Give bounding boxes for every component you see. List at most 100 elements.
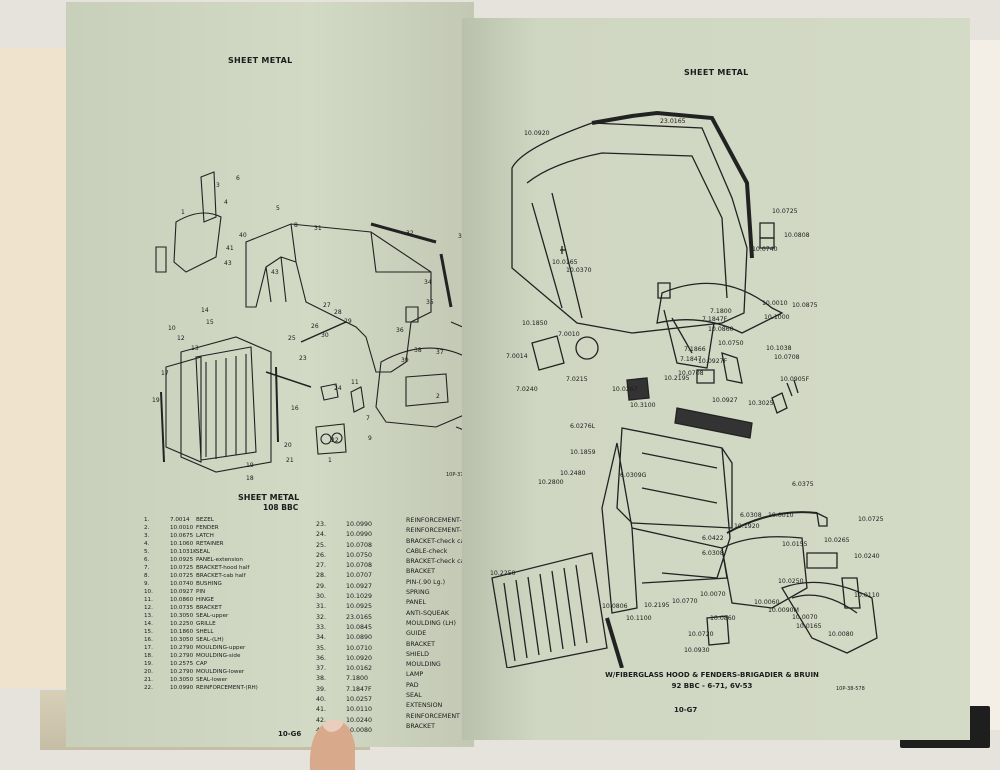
parts-cell-no: 24.	[316, 531, 327, 539]
parts-cell-desc: BUSHING	[196, 581, 222, 587]
right-callout: 10.2250	[490, 570, 516, 577]
parts-cell-pn: 10.0110	[346, 706, 373, 714]
right-callout: 10.2480	[560, 470, 586, 477]
right-callout: 6.0276L	[570, 423, 596, 430]
right-callout: 10.1850	[522, 320, 548, 327]
parts-row: 23.10.0990	[316, 520, 406, 530]
right-callout: 10.0060	[754, 599, 780, 606]
parts-row: 31.10.0925	[316, 602, 406, 612]
parts-cell-no: 15.	[144, 629, 153, 635]
parts-cell-no: 29.	[316, 582, 327, 590]
parts-cell-desc: BRACKET-cab half	[196, 573, 246, 579]
left-callout: 11	[351, 379, 359, 386]
right-callout: 7.0240	[516, 386, 538, 393]
parts-cell-pn: 10.0740	[170, 581, 194, 587]
left-callout: 22	[331, 437, 339, 444]
parts-cell-pn: 10.0080	[346, 726, 373, 734]
left-callout: 21	[286, 457, 294, 464]
right-callout: 6.0308	[740, 512, 762, 519]
parts-cell-no: 4.	[144, 541, 150, 547]
parts-cell-pn: 10.0725	[170, 573, 194, 579]
parts-cell-no: 25.	[316, 541, 327, 549]
left-callout: 1	[181, 209, 185, 216]
parts-cell-no: 8.	[144, 573, 150, 579]
parts-cell-no: 17.	[144, 645, 153, 651]
left-callout: 7	[366, 415, 370, 422]
parts-row: 24.10.0990	[316, 530, 406, 540]
left-callout: 40	[239, 232, 247, 239]
parts-cell-pn: 10.0927	[170, 589, 194, 595]
parts-cell-no: 6.	[144, 557, 150, 563]
parts-cell-desc: SHELL	[196, 629, 214, 635]
parts-cell-desc: BRACKET-hood half	[196, 565, 250, 571]
parts-list-subtitle: 108 BBC	[263, 503, 299, 512]
left-callout: 39	[401, 357, 409, 364]
right-callout: 10.2195	[664, 375, 690, 382]
parts-cell-pn: 7.1800	[346, 675, 369, 683]
right-callout: 10.0770	[672, 598, 698, 605]
left-callout: 9	[368, 435, 372, 442]
parts-cell-pn: 10.0708	[346, 562, 373, 570]
right-callout: 6.0375	[792, 481, 814, 488]
parts-cell-desc: REINFORCEMENT	[406, 712, 460, 720]
right-callout: 10.0808	[784, 232, 810, 239]
parts-cell-desc: MOULDING	[406, 661, 441, 669]
parts-cell-desc: BEZEL	[196, 517, 214, 523]
left-callout: 2	[436, 393, 440, 400]
parts-cell-no: 32.	[316, 613, 327, 621]
right-callout: 7.1847	[680, 356, 702, 363]
right-callout: 10.1100	[626, 615, 652, 622]
parts-cell-no: 13.	[144, 613, 153, 619]
parts-row: 42.10.0240	[316, 716, 406, 726]
right-callout: 6.0308	[702, 550, 724, 557]
right-callout: 10.1000	[764, 314, 790, 321]
parts-row: 41.10.0110	[316, 705, 406, 715]
parts-cell-pn: 10.2250	[170, 621, 194, 627]
parts-cell-desc: SEAL	[196, 549, 211, 555]
parts-cell-pn: 10.0257	[346, 696, 373, 704]
parts-cell-no: 10.	[144, 589, 153, 595]
parts-row: 39.7.1847F	[316, 685, 406, 695]
right-callout: 10.2195	[644, 602, 670, 609]
parts-cell-no: 2.	[144, 525, 150, 531]
right-callout: 10.0708	[774, 354, 800, 361]
parts-cell-pn: 10.0920	[346, 654, 373, 662]
left-callout: 15	[206, 319, 214, 326]
parts-cell-pn: 10.0707	[346, 572, 373, 580]
left-page-number: 10-G6	[278, 730, 302, 738]
parts-cell-no: 36.	[316, 654, 327, 662]
parts-cell-pn: 10.0890	[346, 634, 373, 642]
parts-cell-pn: 10.0735	[170, 605, 194, 611]
right-callout: 10.0267	[612, 386, 638, 393]
right-callout: 10.0920	[524, 130, 550, 137]
parts-cell-pn: 10.3050	[170, 677, 194, 683]
parts-cell-no: 7.	[144, 565, 150, 571]
parts-cell-no: 37.	[316, 665, 327, 673]
left-callout: 29	[344, 318, 352, 325]
parts-cell-pn: 10.0010	[170, 525, 194, 531]
right-callout: 10.0110	[854, 592, 880, 599]
left-callout: 36	[396, 327, 404, 334]
right-callout: 10.0708	[678, 370, 704, 377]
left-callout: 1	[328, 457, 332, 464]
parts-cell-desc: REINFORCEMENT-(LH)	[406, 527, 475, 535]
left-callout: 38	[414, 347, 422, 354]
parts-cell-no: 23.	[316, 521, 327, 528]
left-callout: 19	[246, 462, 254, 469]
right-callout: 10.0720	[688, 631, 714, 638]
parts-cell-desc: GUIDE	[406, 630, 427, 638]
parts-cell-pn: 10.0925	[346, 603, 373, 611]
parts-cell-desc: BRACKET	[406, 640, 435, 648]
parts-cell-desc: LATCH	[196, 533, 214, 539]
right-callout: 10.2800	[538, 479, 564, 486]
right-callout: 10.0905F	[780, 376, 810, 383]
right-caption: W/FIBERGLASS HOOD & FENDERS-BRIGADIER & …	[562, 670, 862, 692]
parts-cell-no: 42.	[316, 716, 327, 724]
